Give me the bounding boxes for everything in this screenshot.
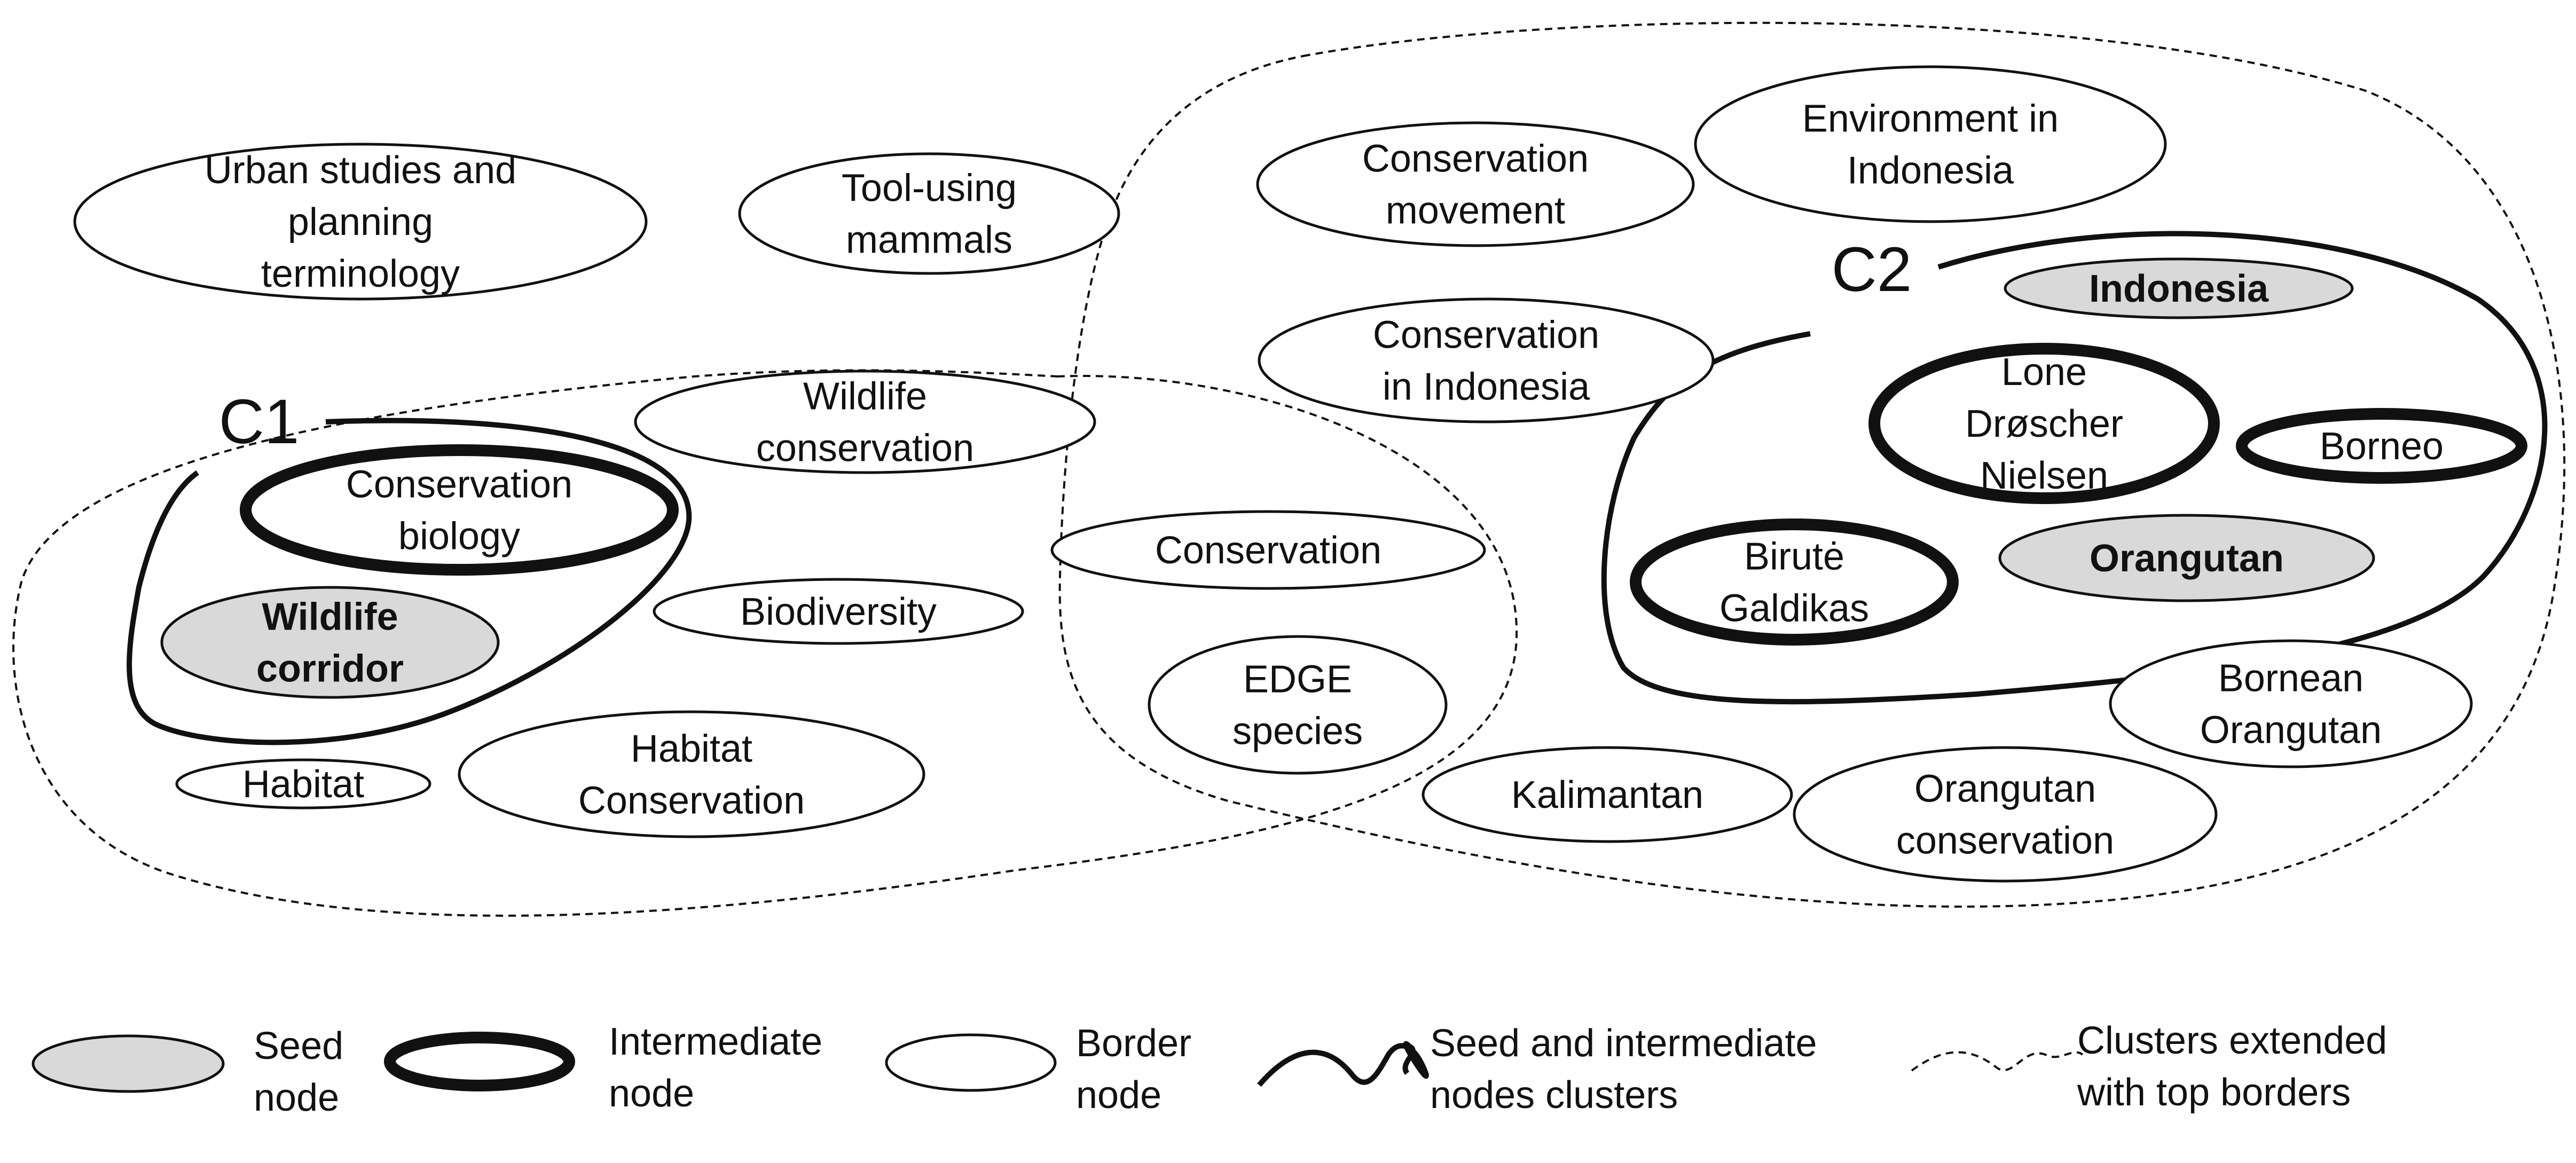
node-label: Kalimantan [1511,774,1703,816]
node-biodiv: Biodiversity [653,578,1024,645]
node-borneo: Borneo [2236,408,2527,484]
node-habitat: Habitat [175,758,431,810]
border-node-shape [175,758,431,810]
cluster-c2-extended-outline [1058,21,2566,908]
border-node-shape [653,578,1024,645]
legend-solid-cluster-label: Seed and intermediate nodes clusters [1430,1022,1828,1117]
legend: Seed node Intermediate node Border node … [32,1019,2398,1119]
intermediate-node-shape [2236,408,2527,484]
legend-border-swatch [885,1033,1057,1092]
legend-solid-cluster-swatch-tail [1402,1044,1416,1075]
legend-dashed-cluster-swatch [1911,1051,2084,1072]
border-node-shape [634,370,1096,474]
border-node-shape [1793,746,2218,883]
node-indonesia: Indonesia [2004,257,2354,319]
seed-node-shape [2004,257,2354,319]
border-node-shape [73,143,648,301]
border-node-shape [1694,65,2167,223]
border-node-shape [1148,635,1448,775]
cluster-c1-extended-outline [12,369,1518,917]
node-label: Biodiversity [740,591,937,633]
legend-seed-swatch [32,1034,225,1093]
legend-intermediate-swatch [384,1032,575,1091]
node-label: Conservation [1155,529,1381,572]
node-orangutan: Orangutan [1998,514,2375,602]
cluster-c1-label: C1 [219,387,300,457]
border-node-shape [738,152,1120,275]
legend-border-label: Border node [1076,1022,1202,1117]
border-node-shape [1050,510,1486,590]
seed-node-shape [160,586,500,699]
node-conservation: Conservation [1050,510,1486,590]
legend-solid-cluster-swatch [1257,1041,1429,1087]
legend-seed-label: Seed node [254,1025,354,1119]
intermediate-node-shape [1868,343,2220,504]
border-node-shape [1258,297,1715,423]
node-label: Indonesia [2089,268,2269,310]
node-kalimantan: Kalimantan [1421,746,1793,843]
border-node-shape [1421,746,1793,843]
intermediate-node-shape [240,444,679,576]
border-node-shape [1256,121,1695,247]
cluster-c2-label: C2 [1832,234,1912,305]
legend-intermediate-label: Intermediate node [609,1020,833,1115]
legend-dashed-cluster-label: Clusters extended with top borders [2077,1019,2398,1114]
node-label: Habitat [242,763,364,806]
node-label: Borneo [2320,425,2444,468]
seed-node-shape [1998,514,2375,602]
cluster-c1-outline [127,418,692,745]
border-node-shape [458,710,925,838]
intermediate-node-shape [1630,518,1959,646]
border-node-shape [2109,639,2473,768]
node-label: Orangutan [2090,537,2284,580]
